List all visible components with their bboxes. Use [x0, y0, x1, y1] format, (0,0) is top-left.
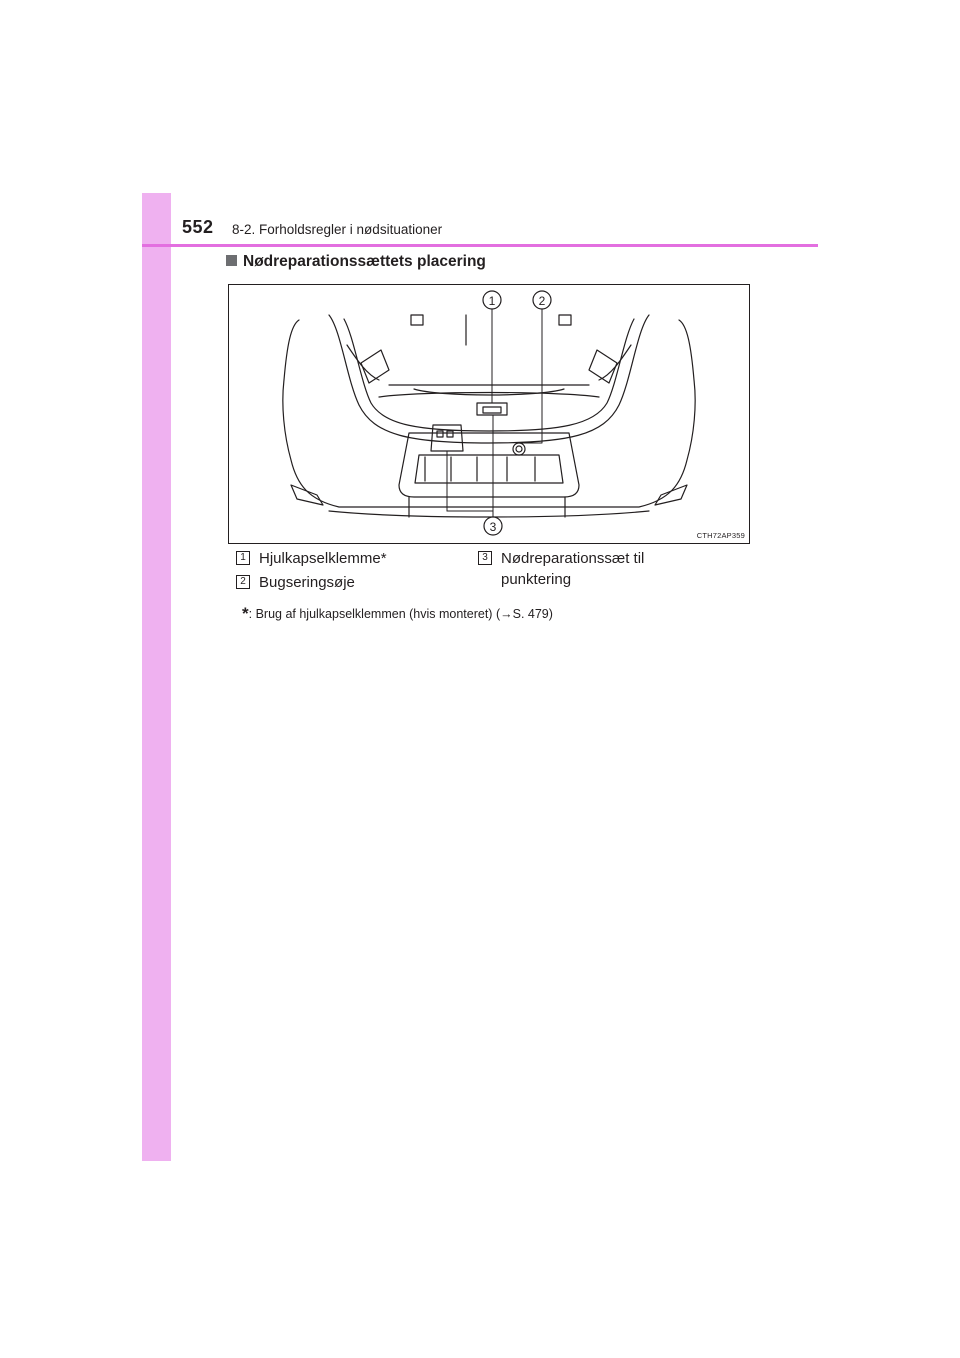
legend-item-3: 3 Nødreparationssæt til punktering [478, 548, 644, 590]
legend-item-1: 1 Hjulkapselklemme* [236, 548, 387, 569]
figure-code: CTH72AP359 [696, 531, 745, 540]
section-heading: Nødreparationssættets placering [226, 253, 486, 271]
legend-number-1: 1 [236, 551, 250, 565]
footnote-text: : Brug af hjulkapselklemmen (hvis monter… [248, 607, 553, 621]
callout-3: 3 [490, 520, 497, 534]
legend-number-2: 2 [236, 575, 250, 589]
legend-text-3-line1: Nødreparationssæt til [501, 550, 645, 567]
legend-text-2: Bugseringsøje [259, 574, 355, 591]
page-number: 552 [182, 217, 214, 237]
chapter-title: 8-2. Forholdsregler i nødsituationer [232, 222, 443, 237]
section-heading-text: Nødreparationssættets placering [243, 253, 486, 270]
legend-number-3: 3 [478, 551, 492, 565]
car-rear-trunk-drawing: 1 2 3 [282, 290, 696, 536]
figure-legend: 1 Hjulkapselklemme* 2 Bugseringsøje 3 Nø… [236, 548, 706, 594]
chapter-side-band [142, 193, 171, 1161]
legend-text-3-line2: punktering [501, 571, 572, 588]
legend-text-1: Hjulkapselklemme* [259, 550, 387, 567]
trunk-illustration: 1 2 3 CTH72AP359 [228, 284, 750, 544]
square-bullet-icon [226, 255, 237, 266]
legend-item-2: 2 Bugseringsøje [236, 572, 355, 593]
callout-2: 2 [539, 294, 546, 308]
footnote-marker: * [242, 604, 249, 623]
callout-1: 1 [489, 294, 496, 308]
legend-text-3: Nødreparationssæt til punktering [501, 548, 644, 590]
footnote: *: Brug af hjulkapselklemmen (hvis monte… [242, 604, 553, 624]
header-rule [142, 244, 818, 247]
